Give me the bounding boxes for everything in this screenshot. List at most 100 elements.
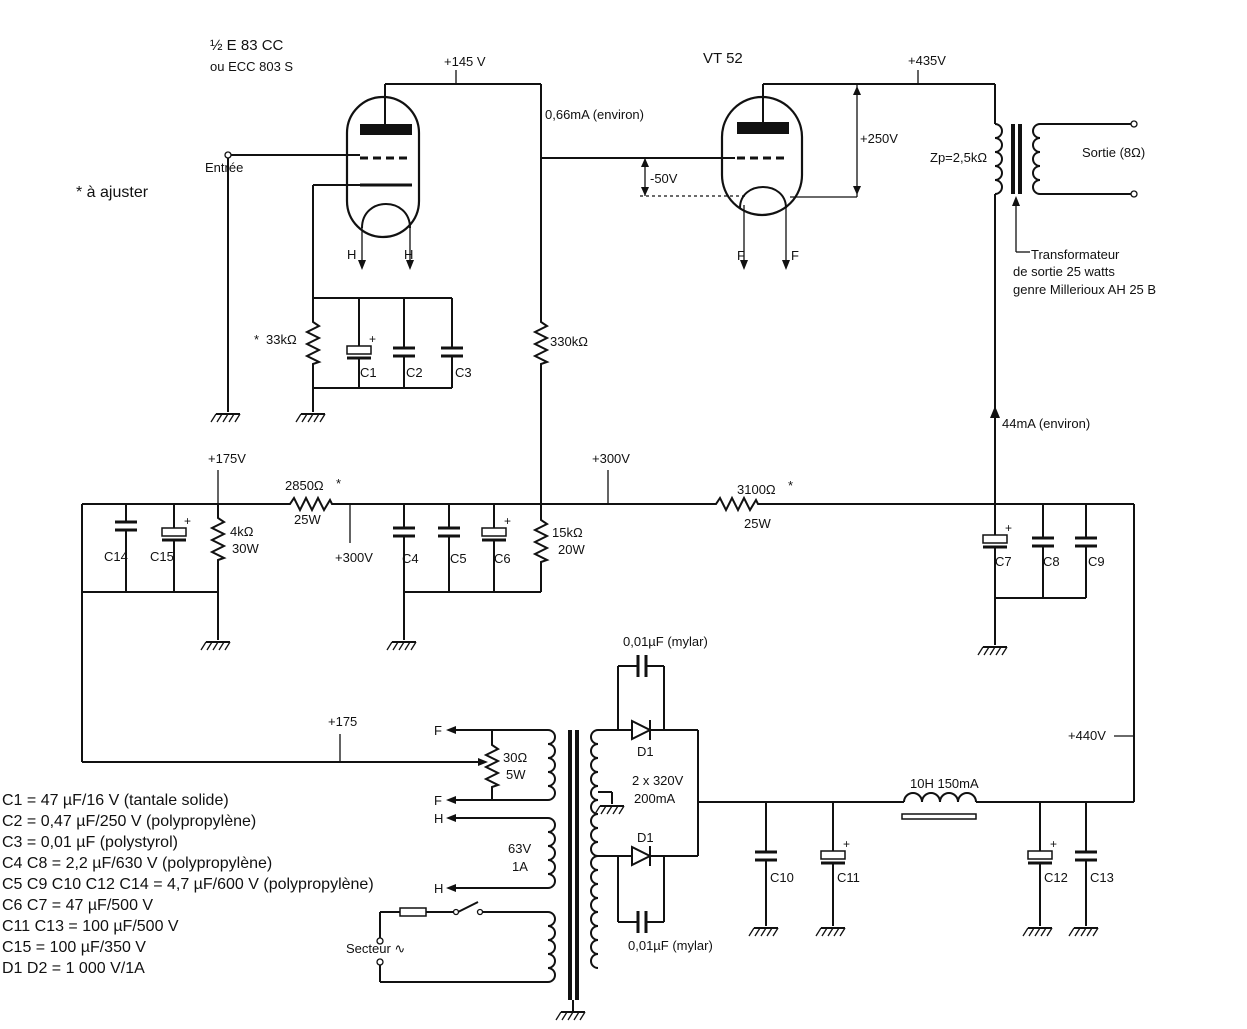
- plate-voltage-label-145v: +145 V: [444, 54, 486, 69]
- resistor-30-ohm: [485, 738, 499, 792]
- heater-winding-current: 1A: [512, 859, 528, 874]
- legend-line: C6 C7 = 47 µF/500 V: [2, 897, 153, 914]
- primary-impedance-label: Zp=2,5kΩ: [930, 150, 987, 165]
- capacitor-c2: [391, 346, 417, 358]
- rail-voltage-label-440v: +440V: [1068, 728, 1106, 743]
- ground-symbol: [386, 641, 417, 651]
- input-label: Entrée: [205, 160, 243, 175]
- legend-line: C15 = 100 µF/350 V: [2, 939, 146, 956]
- choke-label: 10H 150mA: [910, 776, 979, 791]
- ground-symbol: [594, 805, 625, 815]
- diode-d1-label: D1: [637, 744, 654, 759]
- legend-line: C3 = 0,01 µF (polystyrol): [2, 834, 178, 851]
- resistor-30-power-label: 5W: [506, 767, 526, 782]
- resistor-2850-label: 2850Ω: [285, 478, 324, 493]
- filament-label-f-bottom: F: [434, 793, 442, 808]
- legend-line: C4 C8 = 2,2 µF/630 V (polypropylène): [2, 855, 272, 872]
- c3-label: C3: [455, 365, 472, 380]
- ground-symbol: [748, 927, 779, 937]
- resistor-2850: [283, 497, 337, 511]
- resistor-3100-label: 3100Ω: [737, 482, 776, 497]
- plate-voltage-label-250v: +250V: [860, 131, 898, 146]
- filament-label-f-top: F: [434, 723, 442, 738]
- cathode-resistor-label: 33kΩ: [266, 332, 297, 347]
- resistor-3100-power-label: 25W: [744, 516, 771, 531]
- resistor-2850-star: *: [336, 476, 341, 491]
- output-terminal: [1130, 120, 1138, 128]
- ground-symbol: [295, 413, 326, 423]
- ground-symbol: [1022, 927, 1053, 937]
- v1-heater-label-b: H: [404, 247, 413, 262]
- transformer-label-line2: de sortie 25 watts: [1013, 264, 1115, 279]
- capacitor-c13: [1073, 850, 1099, 862]
- heater-label-h-top: H: [434, 811, 443, 826]
- capacitor-c12: [1026, 835, 1059, 865]
- legend-line: D1 D2 = 1 000 V/1A: [2, 960, 145, 977]
- rail-voltage-label-175v: +175V: [208, 451, 246, 466]
- plate-current-label-44ma: 44mA (environ): [1002, 416, 1090, 431]
- vt52-fil-label-a: F: [737, 248, 745, 263]
- resistor-4k-label: 4kΩ: [230, 524, 254, 539]
- c9-label: C9: [1088, 554, 1105, 569]
- capacitor-c11: [819, 835, 852, 865]
- component-legend: C1 = 47 µF/16 V (tantale solide) C2 = 0,…: [2, 792, 374, 977]
- rail-voltage-label-300v-mid: +300V: [335, 550, 373, 565]
- fuse: [399, 907, 427, 917]
- resistor-330k: [534, 315, 548, 369]
- c8-label: C8: [1043, 554, 1060, 569]
- output-label: Sortie (8Ω): [1082, 145, 1145, 160]
- resistor-30-label: 30Ω: [503, 750, 527, 765]
- diode-d2: [631, 845, 653, 867]
- resistor-4k-power-label: 30W: [232, 541, 259, 556]
- input-terminal: [224, 151, 232, 159]
- snubber-cap-top-label: 0,01µF (mylar): [623, 634, 708, 649]
- resistor-15k-power-label: 20W: [558, 542, 585, 557]
- legend-line: C1 = 47 µF/16 V (tantale solide): [2, 792, 229, 809]
- resistor-15k-label: 15kΩ: [552, 525, 583, 540]
- c14-label: C14: [104, 549, 128, 564]
- resistor-2850-power-label: 25W: [294, 512, 321, 527]
- c7-label: C7: [995, 554, 1012, 569]
- rail-voltage-label-300v: +300V: [592, 451, 630, 466]
- ground-symbol: [815, 927, 846, 937]
- capacitor-c9: [1073, 536, 1099, 548]
- cathode-resistor: [306, 315, 320, 369]
- c6-label: C6: [494, 551, 511, 566]
- c1-label: C1: [360, 365, 377, 380]
- diode-d2-label: D1: [637, 830, 654, 845]
- vt52-power-triode: [720, 84, 804, 270]
- resistor-4k: [211, 511, 225, 565]
- ground-symbol: [210, 413, 241, 423]
- heater-winding-voltage: 63V: [508, 841, 531, 856]
- mains-switch: [457, 901, 479, 913]
- v1-alt-type-label: ou ECC 803 S: [210, 59, 293, 74]
- resistor-3100-star: *: [788, 478, 793, 493]
- hv-winding-current: 200mA: [634, 791, 676, 806]
- hv-secondary-winding: [590, 729, 599, 969]
- capacitor-c3: [439, 346, 465, 358]
- adjust-note: * à ajuster: [76, 184, 149, 201]
- resistor-15k: [534, 513, 548, 567]
- v1-triode-tube: [313, 84, 421, 270]
- diode-d1: [631, 719, 653, 741]
- mains-label: Secteur ∿: [346, 941, 405, 956]
- capacitor-c10: [753, 850, 779, 862]
- v1-type-label: ½ E 83 CC: [210, 37, 284, 54]
- filament-winding: [547, 729, 556, 801]
- heater-bias-label-175: +175: [328, 714, 357, 729]
- grid-bias-label: -50V: [650, 171, 678, 186]
- plate-current-label: 0,66mA (environ): [545, 107, 644, 122]
- vt52-fil-label-b: F: [791, 248, 799, 263]
- resistor-3100: [709, 497, 763, 511]
- resistor-330k-label: 330kΩ: [550, 334, 588, 349]
- legend-line: C11 C13 = 100 µF/500 V: [2, 918, 179, 935]
- c13-label: C13: [1090, 870, 1114, 885]
- heater-label-h-bottom: H: [434, 881, 443, 896]
- output-transformer: [994, 123, 1041, 195]
- supply-voltage-label-435v: +435V: [908, 53, 946, 68]
- capacitor-c7: [981, 519, 1014, 549]
- capacitor-c1: [345, 330, 378, 360]
- cathode-resistor-star: *: [254, 332, 259, 347]
- ground-symbol: [977, 646, 1008, 656]
